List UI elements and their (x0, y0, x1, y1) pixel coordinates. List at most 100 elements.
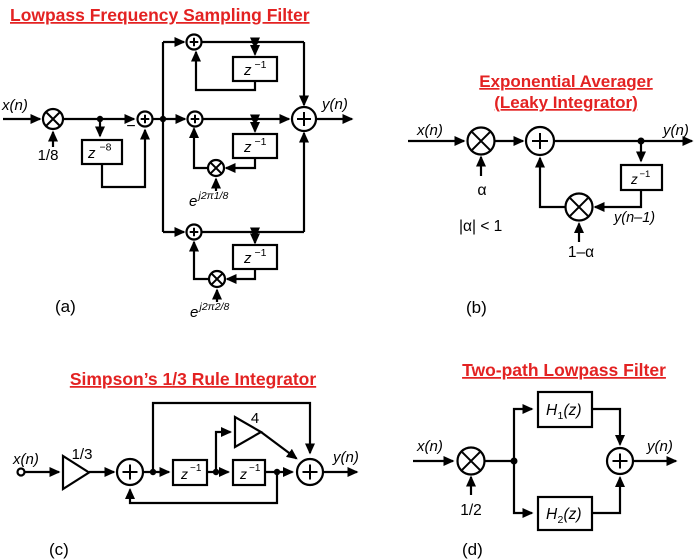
wire-comb-feedback (100, 128, 150, 189)
wire-direct-path-top (151, 401, 315, 472)
h2-block: H 2 (z) (536, 495, 594, 532)
adder-final-a (290, 105, 318, 133)
wire-feedback-to-adder-b (535, 156, 566, 209)
delay-exponent: −1 (190, 463, 202, 474)
node-dot (273, 468, 281, 476)
multiplier-one-minus-alpha (564, 192, 594, 222)
delay-exponent: −1 (255, 59, 267, 71)
h1-base: H (546, 402, 558, 419)
plus-icon (302, 464, 318, 480)
delay-block-top: z −1 (231, 55, 279, 83)
wire-feedback-c (125, 472, 279, 505)
delay-base: z (243, 139, 252, 156)
output-label-b: y(n) (662, 122, 689, 139)
delay-block-bot: z −1 (231, 243, 279, 271)
wire-h1-to-adder (592, 407, 625, 446)
gain-label-d: 1/2 (460, 502, 482, 519)
times-icon (569, 197, 589, 217)
plus-icon (140, 114, 150, 124)
diagram-a-title: Lowpass Frequency Sampling Filter (10, 5, 310, 25)
exp-exponent: j2π2/8 (198, 301, 230, 313)
delay-base: z (630, 172, 638, 187)
input-label-d: x(n) (416, 438, 443, 455)
diagram-a-wires (3, 37, 354, 302)
multiplier-d (456, 446, 486, 476)
delay-base: z (239, 466, 247, 482)
node-dot (251, 228, 259, 236)
multiplier-bot-a (207, 269, 227, 289)
delay-exponent: −8 (100, 142, 112, 154)
node-dot (637, 137, 645, 145)
delay-base: z (87, 145, 96, 162)
node-dot (159, 115, 167, 123)
wire-bot-mult-to-adder (189, 240, 209, 281)
plus-icon (532, 133, 548, 149)
diagram-b-exponential-averager: Exponential Averager (Leaky Integrator) (408, 72, 694, 317)
input-label-b: x(n) (416, 122, 443, 139)
h1-subscript: 1 (558, 410, 564, 422)
diagram-d-wires (413, 404, 678, 518)
adder-c1 (115, 457, 145, 487)
h2-arg: (z) (564, 506, 582, 523)
wire-mid-mult-to-adder (189, 127, 208, 170)
wire-node-to-gain4 (214, 427, 232, 472)
wire-bot-delay-to-mult (225, 269, 257, 284)
node-dot (251, 38, 259, 46)
diagram-a-lowpass-frequency-sampling-filter: Lowpass Frequency Sampling Filter (1, 5, 354, 321)
node-dot (149, 468, 157, 476)
input-label-c: x(n) (12, 451, 39, 468)
diagram-c-wires (24, 401, 359, 505)
node-dot (96, 115, 104, 123)
plus-icon (612, 453, 628, 469)
delay-base: z (243, 62, 252, 79)
gain-four-label: 4 (251, 410, 259, 427)
wire-delay-to-mult-b (593, 190, 643, 212)
multiplier-alpha (466, 126, 496, 156)
wire-node-to-h2 (512, 461, 534, 518)
gain-one-third-label: 1/3 (72, 446, 93, 463)
gain-triangle-four (233, 415, 264, 449)
diagram-c-simpsons-rule-integrator: Simpson’s 1/3 Rule Integrator z (12, 369, 359, 559)
times-icon (471, 131, 491, 151)
plus-icon (189, 37, 199, 47)
output-label-a: y(n) (321, 96, 348, 113)
diagram-d-two-path-lowpass-filter: Two-path Lowpass Filter H 1 (z) (413, 360, 678, 559)
h1-arg: (z) (564, 402, 582, 419)
adder-comb-a (136, 110, 154, 128)
adder-d (605, 446, 635, 476)
alpha-label: α (477, 182, 486, 199)
diagram-b-wires (408, 136, 694, 242)
exp-coeff-2: e j2π2/8 (190, 301, 229, 321)
times-icon (211, 273, 223, 285)
h1-block: H 1 (z) (536, 390, 594, 429)
wire-mid-delay-to-mult (224, 158, 257, 173)
delay-base: z (243, 250, 252, 267)
caption-d: (d) (462, 540, 483, 559)
adder-bot-resonator (185, 223, 203, 241)
output-label-d: y(n) (646, 438, 673, 455)
node-dot (251, 115, 259, 123)
delay-block-c2: z −1 (231, 458, 267, 487)
alpha-condition-label: |α| < 1 (459, 218, 502, 235)
exp-base: e (190, 304, 198, 321)
plus-icon (189, 227, 199, 237)
times-icon (210, 162, 222, 174)
wire-h2-to-adder (592, 476, 625, 515)
wire-top-feedback (191, 50, 257, 92)
delay-block-b: z −1 (619, 163, 664, 192)
times-icon (45, 111, 61, 127)
adder-mid-resonator (186, 110, 204, 128)
diagram-c-title: Simpson’s 1/3 Rule Integrator (70, 369, 317, 389)
caption-a: (a) (55, 297, 76, 316)
delay-block-mid: z −1 (231, 132, 279, 160)
delay-block-comb: z −8 (80, 138, 124, 166)
adder-c2 (295, 457, 325, 487)
node-dot (212, 468, 220, 476)
plus-icon (122, 464, 138, 480)
caption-c: (c) (49, 540, 69, 559)
exp-exponent: j2π1/8 (197, 190, 229, 202)
h2-subscript: 2 (558, 514, 564, 526)
delay-exponent: −1 (249, 463, 261, 474)
